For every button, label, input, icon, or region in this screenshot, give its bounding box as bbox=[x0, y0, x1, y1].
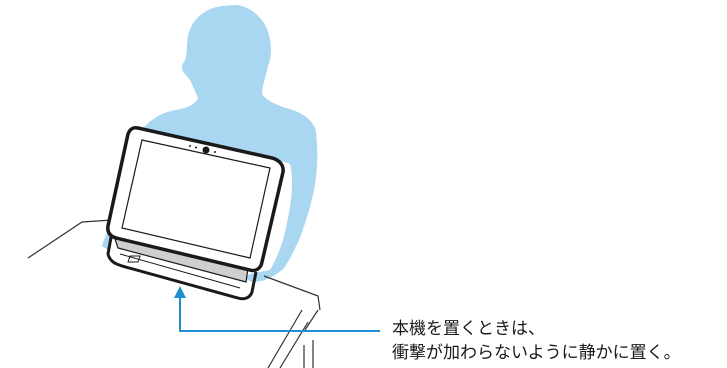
person-body bbox=[140, 5, 318, 282]
table-leg-2 bbox=[279, 321, 309, 368]
device-foot-inner bbox=[119, 253, 241, 289]
all-in-one-pc bbox=[106, 126, 285, 301]
monitor-screen bbox=[121, 139, 271, 259]
callout-pointer bbox=[174, 286, 380, 332]
caption-line-1: 本機を置くときは、 bbox=[392, 319, 545, 339]
indicator-dot-2 bbox=[195, 146, 197, 149]
caption-line-2: 衝撃が加わらないように静かに置く。 bbox=[392, 343, 681, 363]
device-foot bbox=[106, 231, 258, 301]
indicator-dot-1 bbox=[189, 145, 191, 147]
table bbox=[27, 219, 321, 368]
table-top-right-edge bbox=[263, 275, 321, 311]
table-front-edge-lower bbox=[304, 309, 319, 331]
callout-arrowhead bbox=[174, 286, 186, 298]
table-top-left-edge bbox=[27, 219, 113, 259]
callout-line bbox=[179, 296, 380, 332]
webcam-icon bbox=[202, 146, 210, 154]
instruction-caption: 本機を置くときは、 衝撃が加わらないように静かに置く。 bbox=[392, 317, 681, 365]
brand-logo-icon bbox=[127, 255, 141, 263]
indicator-dot-3 bbox=[214, 151, 216, 153]
table-leg-1 bbox=[267, 309, 303, 368]
